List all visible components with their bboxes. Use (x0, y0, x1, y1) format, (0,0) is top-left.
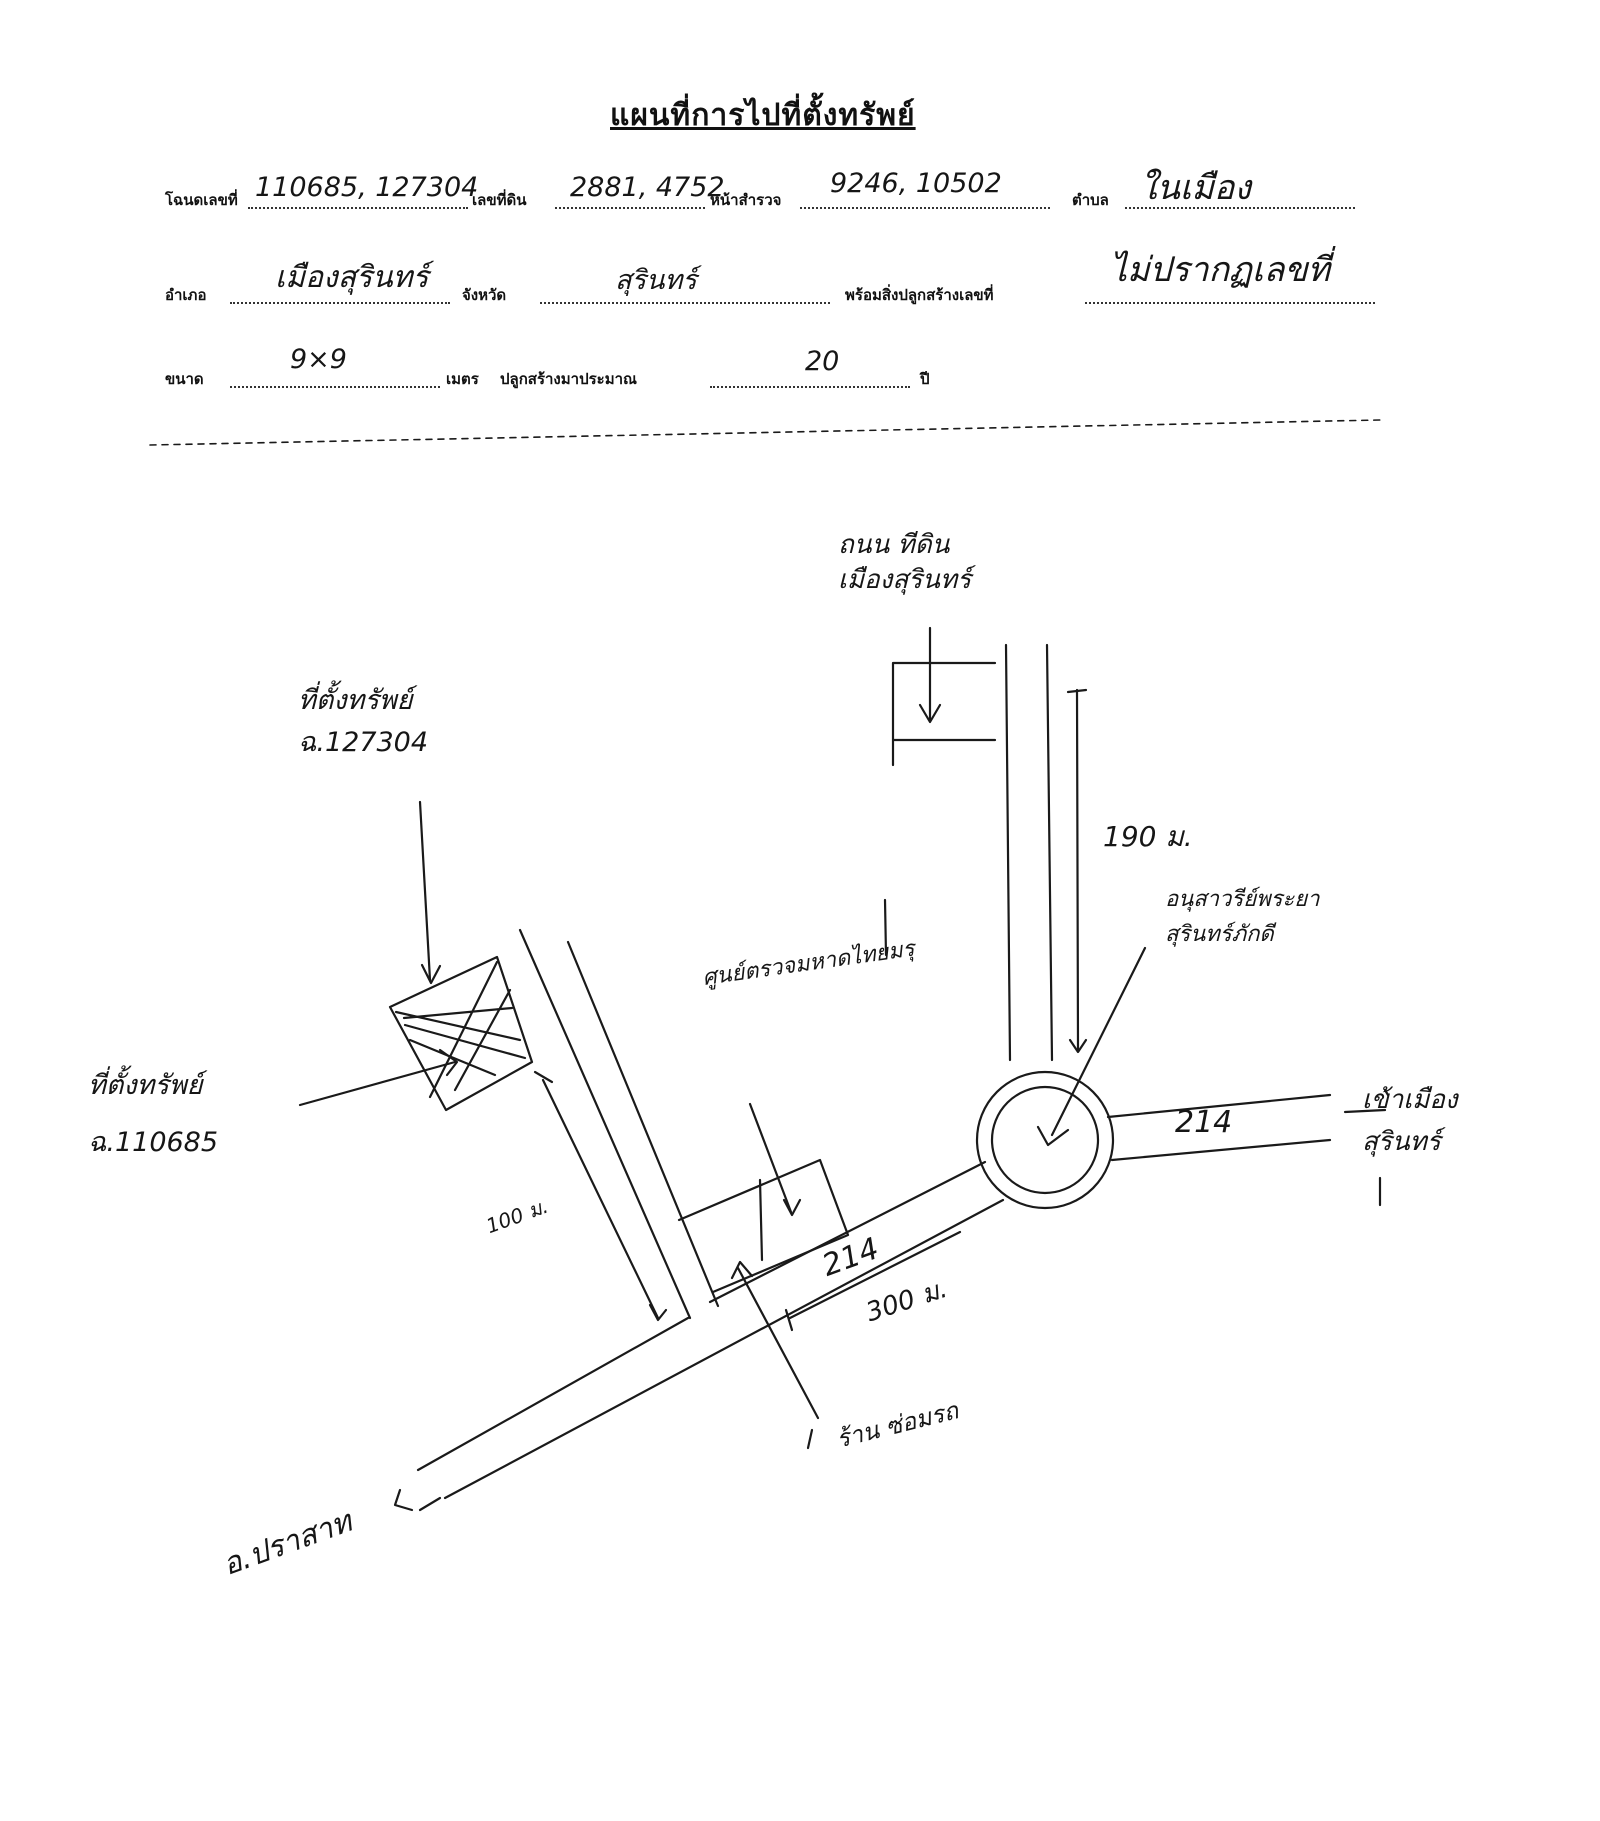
east-road-top (1106, 1093, 1332, 1119)
north-parcel-box (891, 661, 997, 767)
province-label: จังหวัด (462, 286, 507, 304)
to-mueang-label: เข้าเมือง สุรินทร์ (1362, 1085, 1458, 1157)
main-road-top-2 (416, 1316, 690, 1472)
roundabout-inner (990, 1085, 1100, 1195)
building-value: ไม่ปรากฏเลขที่ (1110, 250, 1330, 290)
land-no-value: 2881, 4752 (570, 172, 725, 203)
subdistrict-dotline (1125, 207, 1355, 209)
dist-north-line (1075, 688, 1080, 1052)
arrow-to-mueang (1343, 1108, 1387, 1114)
dist-soi-line (541, 1078, 660, 1320)
road-east-number: 214 (1175, 1105, 1233, 1140)
year-label: ปี (920, 370, 930, 388)
size-dotline (230, 386, 440, 388)
separator-line (149, 419, 1381, 446)
east-road-bottom (1110, 1138, 1332, 1162)
built-value: 20 (805, 346, 840, 377)
deed-value: 110685, 127304 (255, 172, 479, 203)
subdistrict-value: ในเมือง (1140, 168, 1251, 208)
built-dotline (710, 386, 910, 388)
property-2-label: ที่ตั้งทรัพย์ ฉ.110685 (88, 1070, 219, 1158)
district-label: อำเภอ (165, 286, 207, 304)
district-dotline (230, 302, 450, 304)
soi-road-left (518, 928, 692, 1320)
province-value: สุรินทร์ (615, 265, 697, 296)
road-north-label: ถนน ทีดิน เมืองสุรินทร์ (838, 530, 972, 596)
survey-label: หน้าสำรวจ (710, 191, 782, 209)
dist-main-line (788, 1230, 962, 1320)
north-road-right (1045, 643, 1054, 1062)
roundabout-outer (975, 1070, 1115, 1210)
main-road-bottom (443, 1198, 1005, 1500)
page-title: แผนที่การไปที่ตั้งทรัพย์ (610, 98, 916, 133)
property-parcel (388, 955, 534, 1112)
built-label: ปลูกสร้างมาประมาณ (500, 370, 637, 388)
arrow-property-2 (298, 1060, 457, 1107)
school-building (677, 1158, 850, 1294)
province-dotline (540, 302, 830, 304)
land-no-label: เลขที่ดิน (472, 191, 527, 209)
property-1-label: ที่ตั้งทรัพย์ ฉ.127304 (298, 685, 429, 758)
building-label: พร้อมสิ่งปลูกสร้างเลขที่ (845, 286, 994, 304)
arrow-shop (736, 1266, 820, 1420)
survey-value: 9246, 10502 (830, 168, 1002, 199)
dist-north-label: 190 ม. (1103, 820, 1193, 853)
north-road-left (1004, 643, 1012, 1062)
arrow-to-prasat (418, 1496, 442, 1512)
survey-dotline (800, 207, 1050, 209)
deed-dotline (248, 207, 468, 209)
deed-label: โฉนดเลขที่ (165, 191, 238, 209)
land-no-dotline (555, 207, 705, 209)
building-dotline (1085, 302, 1375, 304)
soi-road-right (566, 940, 720, 1308)
size-label: ขนาด (165, 370, 204, 388)
arrow-monument (1050, 946, 1147, 1137)
meter-label: เมตร (446, 370, 479, 388)
arrow-school (748, 1102, 793, 1214)
subdistrict-label: ตำบล (1072, 191, 1109, 209)
size-value: 9×9 (290, 344, 347, 375)
arrow-property-1 (418, 800, 432, 982)
district-value: เมืองสุรินทร์ (275, 260, 429, 295)
monument-label: อนุสาวรีย์พระยา สุรินทร์ภักดี (1165, 887, 1320, 948)
